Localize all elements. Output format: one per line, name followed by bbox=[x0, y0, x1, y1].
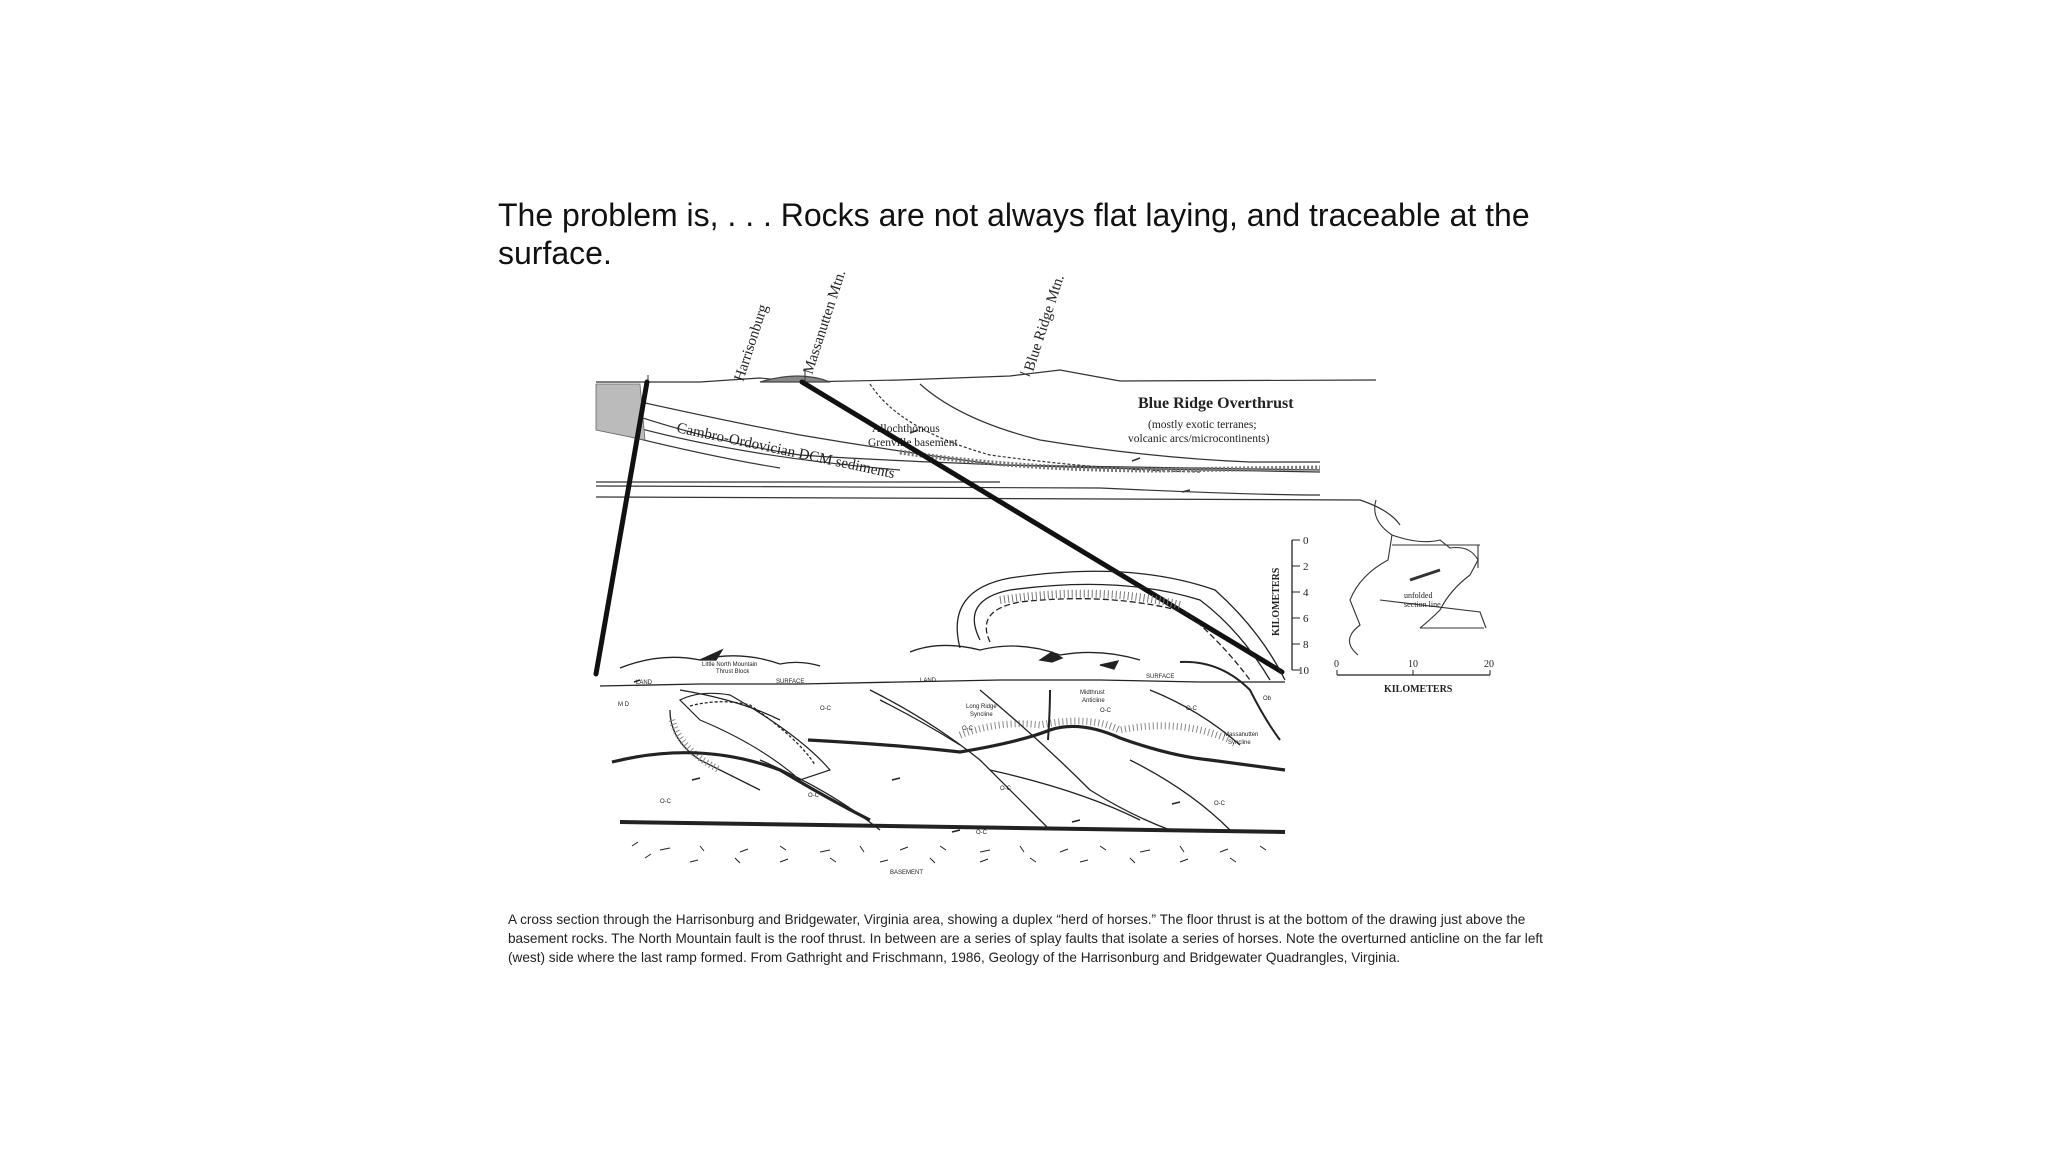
depth-tick: 4 bbox=[1303, 587, 1309, 599]
depth-scale-title: KILOMETERS bbox=[1271, 567, 1282, 636]
overthrust-note-2: volcanic arcs/microcontinents) bbox=[1128, 433, 1270, 445]
depth-tick: 2 bbox=[1303, 561, 1309, 573]
depth-tick: 8 bbox=[1303, 639, 1309, 651]
midthrust-label: Midthrust bbox=[1080, 690, 1105, 696]
upper-cross-section bbox=[595, 369, 1401, 526]
km-scale-title: KILOMETERS bbox=[1384, 684, 1453, 695]
oc-label: O-C bbox=[976, 830, 988, 836]
surface-left-label: SURFACE bbox=[776, 679, 804, 685]
thrust-block-label: Thrust Block bbox=[716, 669, 750, 675]
sediments-label: Cambro-Ordovician DCM sediments bbox=[675, 420, 896, 482]
blue-ridge-mtn-label: Blue Ridge Mtn. bbox=[1022, 273, 1068, 373]
depth-tick: 6 bbox=[1303, 613, 1309, 625]
location-ticks bbox=[647, 370, 1031, 382]
depth-scale: 0 2 4 6 8 10 KILOMETERS bbox=[1271, 535, 1310, 677]
figure-caption: A cross section through the Harrisonburg… bbox=[508, 912, 1543, 965]
overthrust-note-1: (mostly exotic terranes; bbox=[1148, 419, 1257, 431]
md-label: M D bbox=[618, 702, 630, 708]
harrisonburg-label: Harrisonburg bbox=[732, 302, 772, 383]
land-surface-left-label: LAND bbox=[636, 680, 653, 686]
km-tick: 10 bbox=[1408, 659, 1418, 670]
overthrust-title: Blue Ridge Overthrust bbox=[1138, 395, 1294, 412]
ob-label: Ob bbox=[1263, 696, 1272, 702]
inset-label-1: unfolded bbox=[1404, 591, 1432, 600]
massanutten-label: Massanutten Mtn. bbox=[801, 268, 850, 376]
oc-label: O-C bbox=[1100, 708, 1112, 714]
oc-label: O-C bbox=[962, 726, 974, 732]
long-ridge-label: Long Ridge bbox=[966, 704, 997, 710]
km-tick: 20 bbox=[1484, 659, 1494, 670]
little-north-mtn-label: Little North Mountain bbox=[702, 662, 757, 668]
basement-label: BASEMENT bbox=[890, 870, 923, 876]
oc-label: O-C bbox=[660, 799, 672, 805]
oc-label: O-C bbox=[808, 793, 820, 799]
depth-tick: 10 bbox=[1298, 665, 1310, 677]
oc-label: O-C bbox=[1000, 786, 1012, 792]
anticline-label: Anticline bbox=[1082, 698, 1105, 704]
syncline-2-label: Syncline bbox=[1228, 740, 1251, 746]
zoom-lines bbox=[593, 379, 1285, 677]
syncline-1-label: Syncline bbox=[970, 712, 993, 718]
oc-label: O-C bbox=[820, 706, 832, 712]
oc-label: O-C bbox=[1214, 801, 1226, 807]
depth-tick: 0 bbox=[1303, 535, 1309, 547]
lower-cross-section bbox=[599, 570, 1286, 864]
land-surface-mid-label: LAND bbox=[920, 678, 937, 684]
oc-label: O-C bbox=[1186, 706, 1198, 712]
massanutten-syncline-label: Massanutten bbox=[1224, 732, 1258, 738]
surface-right-label: SURFACE bbox=[1146, 674, 1174, 680]
allochthonous-label-2: Grenville basement bbox=[868, 437, 959, 449]
km-scale: 0 10 20 KILOMETERS bbox=[1334, 659, 1494, 695]
formation-labels: O-C O-C O-C O-C O-C O-C O-C O-C O-C Ob bbox=[660, 696, 1272, 836]
slide-title: The problem is, . . . Rocks are not alwa… bbox=[498, 197, 1530, 271]
km-tick: 0 bbox=[1334, 659, 1339, 670]
map-inset: unfolded section line bbox=[1348, 499, 1487, 656]
inset-label-2: section line bbox=[1404, 600, 1441, 609]
